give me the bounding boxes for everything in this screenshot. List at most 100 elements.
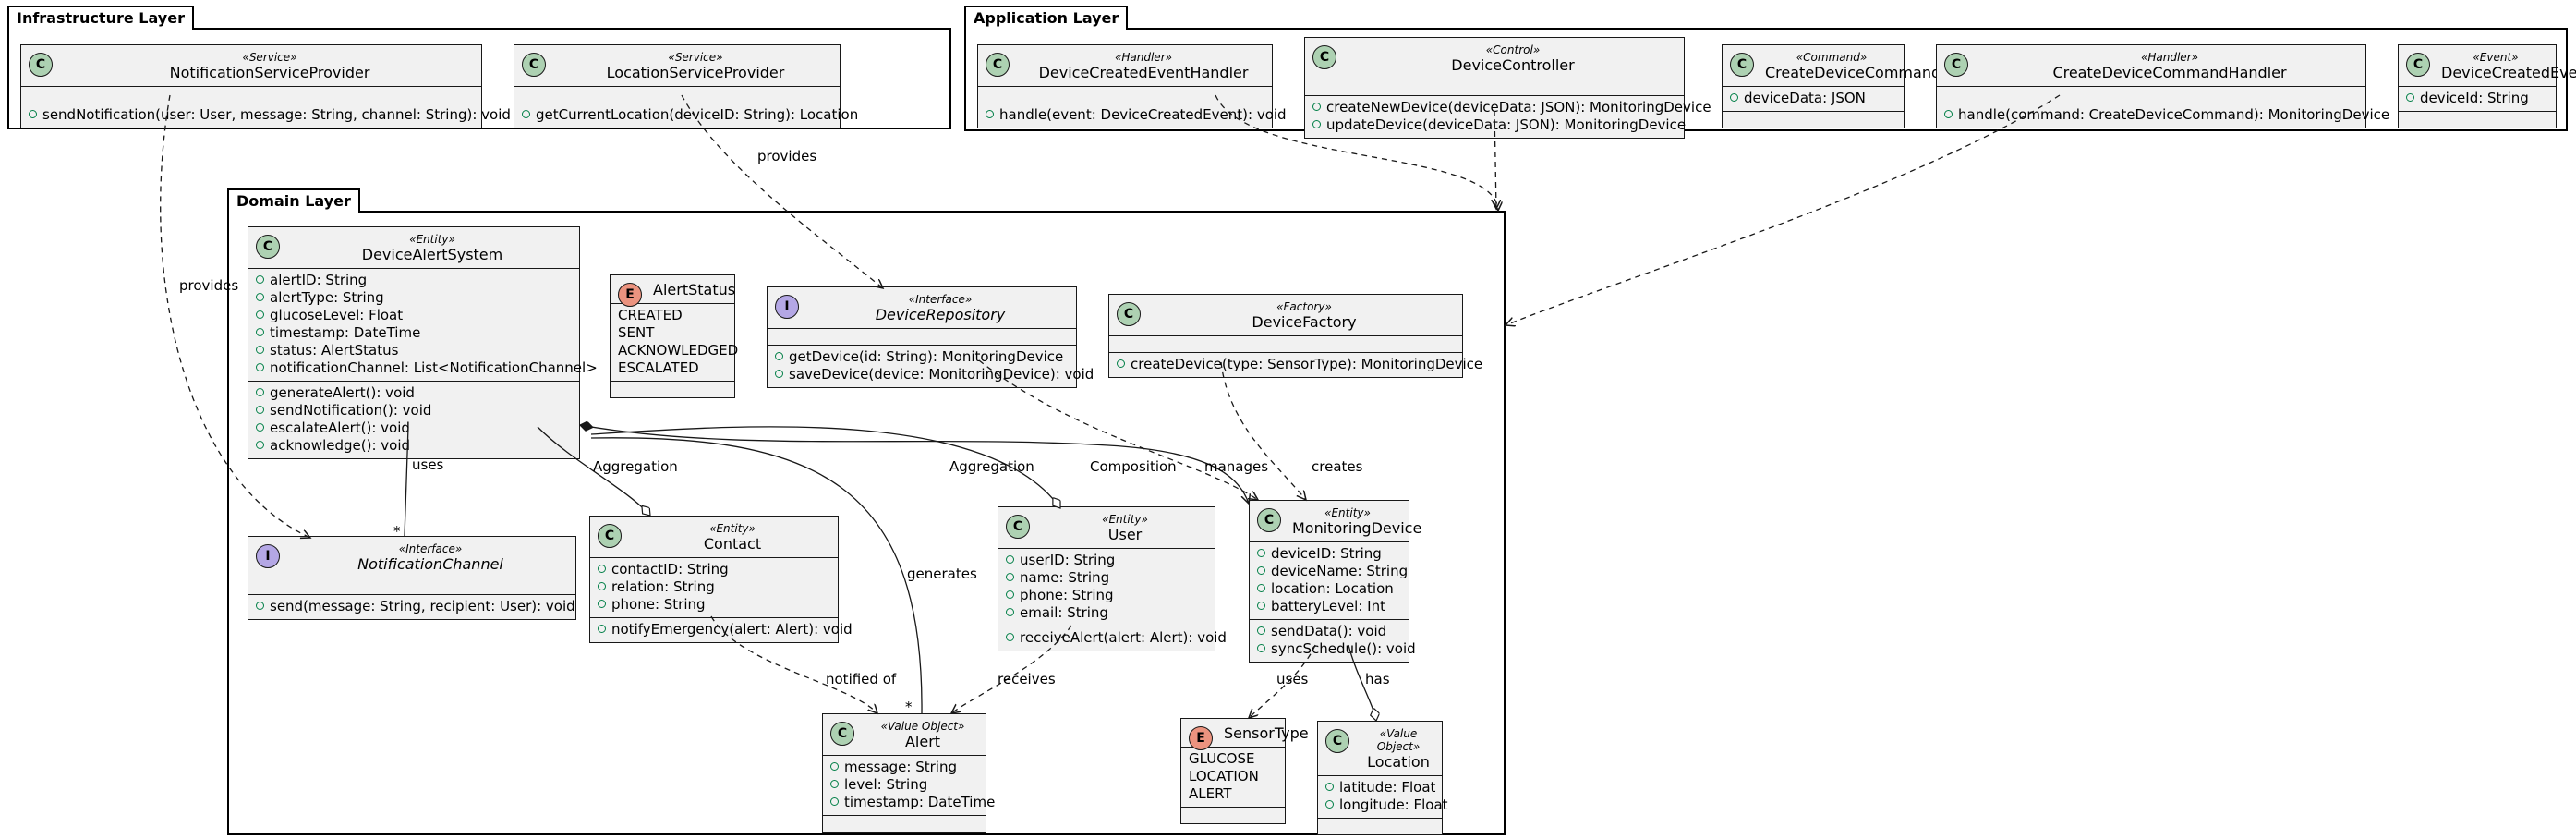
interface-device-repository[interactable]: I «Interface» DeviceRepository getDevice… [767, 286, 1094, 388]
class-name: Alert [904, 733, 941, 750]
fields-section: latitude: Float longitude: Float [1318, 776, 1448, 819]
label-multiplicity: * [393, 523, 401, 540]
public-visibility-icon [1257, 644, 1265, 652]
method: handle(event: DeviceCreatedEvent): void [986, 106, 1287, 124]
public-visibility-icon [256, 328, 264, 336]
stereotype: «Event» [2473, 51, 2519, 64]
class-create-device-command[interactable]: C «Command» CreateDeviceCommand deviceDa… [1722, 44, 1941, 128]
public-visibility-icon [598, 600, 606, 608]
field: status: AlertStatus [256, 342, 572, 359]
dep-location-provider-repository [681, 94, 883, 288]
methods-section: notifyEmergency(alert: Alert): void [590, 618, 853, 642]
literals-section: CREATED SENT ACKNOWLEDGED ESCALATED [611, 304, 739, 382]
method: sendNotification(user: User, message: St… [29, 106, 511, 124]
literals-section: GLUCOSE LOCATION ALERT [1181, 748, 1285, 808]
dep-notification-provider-channel [160, 94, 310, 538]
fields-section [248, 578, 575, 595]
public-visibility-icon [1006, 608, 1014, 616]
interface-icon: I [775, 295, 799, 319]
public-visibility-icon [1730, 93, 1738, 102]
class-monitoring-device[interactable]: C «Entity» MonitoringDevice deviceID: St… [1249, 500, 1421, 663]
class-notification-service-provider[interactable]: C «Service» NotificationServiceProvider … [20, 44, 511, 128]
class-create-device-command-handler[interactable]: C «Handler» CreateDeviceCommandHandler h… [1936, 44, 2389, 128]
public-visibility-icon [2406, 93, 2414, 102]
stereotype: «Service» [668, 51, 723, 64]
class-name: User [1107, 526, 1143, 543]
dep-factory-monitoring [1220, 361, 1306, 500]
class-device-created-event[interactable]: C «Event» DeviceCreatedEvent deviceId: S… [2398, 44, 2576, 128]
class-device-alert-system[interactable]: C «Entity» DeviceAlertSystem alertID: St… [248, 226, 598, 459]
class-icon: C [1006, 515, 1030, 539]
method: generateAlert(): void [256, 384, 572, 402]
class-alert[interactable]: C «Value Object» Alert message: String l… [822, 713, 995, 833]
method: escalateAlert(): void [256, 420, 572, 437]
interface-name: DeviceRepository [875, 306, 1006, 323]
enum-literal: ACKNOWLEDGED [618, 342, 739, 359]
methods-section: sendData(): void syncSchedule(): void [1250, 620, 1416, 662]
field: location: Location [1257, 580, 1401, 598]
methods-section: createDevice(type: SensorType): Monitori… [1109, 353, 1482, 377]
public-visibility-icon [256, 346, 264, 354]
public-visibility-icon [775, 352, 783, 360]
field: notificationChannel: List<NotificationCh… [256, 359, 598, 377]
stereotype: «Interface» [908, 293, 973, 306]
package-title: Infrastructure Layer [7, 6, 194, 30]
public-visibility-icon [1006, 573, 1014, 581]
class-device-factory[interactable]: C «Factory» DeviceFactory createDevice(t… [1108, 294, 1482, 378]
class-location-service-provider[interactable]: C «Service» LocationServiceProvider getC… [514, 44, 858, 128]
dep-command-handler-domain [1506, 94, 2061, 325]
class-name: CreateDeviceCommand [1765, 64, 1941, 81]
field: batteryLevel: Int [1257, 598, 1401, 615]
fields-section: deviceID: String deviceName: String loca… [1250, 542, 1409, 620]
interface-icon: I [256, 544, 280, 568]
public-visibility-icon [1944, 110, 1953, 118]
fields-section [514, 87, 840, 103]
dep-event-handler-domain [1215, 94, 1498, 211]
interface-notification-channel[interactable]: I «Interface» NotificationChannel send(m… [248, 536, 576, 620]
field: relation: String [598, 578, 830, 596]
methods-section: generateAlert(): void sendNotification()… [248, 382, 579, 458]
label-has: has [1365, 671, 1390, 687]
stereotype: «Entity» [409, 233, 455, 246]
class-icon: C [986, 53, 1010, 77]
enum-sensor-type[interactable]: E SensorType GLUCOSE LOCATION ALERT [1180, 718, 1309, 824]
class-location[interactable]: C «Value Object» Location latitude: Floa… [1317, 721, 1448, 835]
stereotype: «Control» [1485, 43, 1541, 56]
enum-icon: E [1189, 726, 1213, 750]
field: phone: String [1006, 587, 1207, 604]
fields-section [1937, 87, 2365, 103]
method: sendData(): void [1257, 623, 1401, 640]
stereotype: «Handler» [1114, 51, 1173, 64]
enum-icon: E [618, 283, 642, 307]
label-manages: manages [1204, 458, 1269, 475]
dep-monitoring-sensor [1249, 644, 1316, 718]
package-title: Domain Layer [227, 188, 360, 213]
stereotype: «Factory» [1276, 300, 1332, 313]
public-visibility-icon [256, 388, 264, 396]
class-contact[interactable]: C «Entity» Contact contactID: String rel… [589, 516, 853, 643]
stereotype: «Handler» [2140, 51, 2199, 64]
methods-section: getDevice(id: String): MonitoringDevice … [768, 346, 1094, 387]
public-visibility-icon [1312, 103, 1321, 111]
class-icon: C [522, 53, 546, 77]
stereotype: «Entity» [1102, 513, 1148, 526]
class-icon: C [1325, 729, 1349, 753]
class-name: DeviceController [1451, 56, 1575, 74]
methods-section: sendNotification(user: User, message: St… [21, 103, 511, 128]
label-generates: generates [907, 565, 977, 582]
label-provides: provides [757, 148, 817, 164]
enum-alert-status[interactable]: E AlertStatus CREATED SENT ACKNOWLEDGED … [610, 274, 739, 398]
class-user[interactable]: C «Entity» User userID: String name: Str… [998, 506, 1227, 651]
stereotype: «Entity» [1324, 506, 1371, 519]
method: createNewDevice(deviceData: JSON): Monit… [1312, 99, 1711, 116]
class-device-created-event-handler[interactable]: C «Handler» DeviceCreatedEventHandler ha… [977, 44, 1287, 128]
label-provides: provides [179, 277, 239, 294]
agg-monitoring-location [1348, 644, 1376, 721]
enum-literal: SENT [618, 324, 655, 341]
field: timestamp: DateTime [830, 794, 995, 811]
label-creates: creates [1312, 458, 1363, 475]
method: getDevice(id: String): MonitoringDevice [775, 348, 1069, 366]
public-visibility-icon [830, 797, 839, 806]
public-visibility-icon [830, 762, 839, 771]
